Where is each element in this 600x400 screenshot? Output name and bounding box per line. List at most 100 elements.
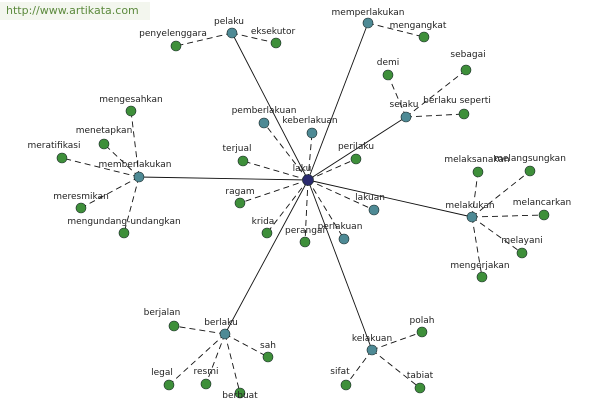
node-marker bbox=[338, 233, 350, 245]
edge-laku-memberlakukan bbox=[138, 176, 309, 181]
node-polah[interactable]: polah bbox=[410, 316, 435, 338]
node-tabiat[interactable]: tabiat bbox=[407, 371, 434, 394]
node-label: lakuan bbox=[355, 193, 385, 203]
edge-laku-melakukan bbox=[307, 179, 473, 218]
node-menetapkan[interactable]: menetapkan bbox=[76, 126, 133, 150]
node-selaku[interactable]: selaku bbox=[390, 100, 419, 123]
node-legal[interactable]: legal bbox=[151, 368, 175, 391]
node-berbuat[interactable]: berbuat bbox=[222, 387, 258, 400]
node-label: laku bbox=[293, 164, 312, 174]
node-label: melakukan bbox=[445, 201, 494, 211]
node-label: berjalan bbox=[144, 308, 181, 318]
node-marker bbox=[306, 127, 318, 139]
node-resmi[interactable]: resmi bbox=[194, 367, 219, 390]
node-label: terjual bbox=[223, 144, 252, 154]
node-marker bbox=[466, 211, 478, 223]
node-eksekutor[interactable]: eksekutor bbox=[251, 27, 296, 49]
edge-laku-lakuan bbox=[307, 179, 375, 211]
node-penyelenggara[interactable]: penyelenggara bbox=[139, 29, 207, 52]
node-berlaku[interactable]: berlaku bbox=[204, 318, 238, 340]
node-label: melayani bbox=[501, 236, 542, 246]
node-label: sebagai bbox=[450, 50, 485, 60]
node-demi[interactable]: demi bbox=[377, 58, 400, 81]
edge-berlaku-legal bbox=[168, 333, 226, 386]
edge-laku-perangai bbox=[304, 179, 309, 243]
edge-laku-ragam bbox=[239, 179, 309, 204]
node-memberlakukan[interactable]: memberlakukan bbox=[99, 160, 172, 183]
node-label: memperlakukan bbox=[332, 8, 405, 18]
node-marker bbox=[163, 379, 175, 391]
node-marker bbox=[458, 108, 470, 120]
node-berlaku-seperti[interactable]: berlaku seperti bbox=[423, 96, 491, 120]
edges-layer bbox=[61, 22, 545, 394]
node-label: sifat bbox=[330, 367, 350, 377]
node-label: menetapkan bbox=[76, 126, 133, 136]
node-perilaku[interactable]: perilaku bbox=[338, 142, 374, 165]
edge-memberlakukan-meresmikan bbox=[80, 176, 140, 209]
node-pemberlakuan[interactable]: pemberlakuan bbox=[232, 106, 297, 129]
node-meresmikan[interactable]: meresmikan bbox=[53, 192, 109, 214]
edge-laku-berlaku bbox=[224, 179, 309, 335]
node-sah[interactable]: sah bbox=[260, 341, 276, 363]
edge-memberlakukan-meratifikasi bbox=[61, 157, 140, 178]
node-label: meratifikasi bbox=[28, 141, 81, 151]
node-marker bbox=[366, 344, 378, 356]
node-marker bbox=[234, 197, 246, 209]
node-melakukan[interactable]: melakukan bbox=[445, 201, 495, 223]
watermark: http://www.artikata.com bbox=[0, 2, 150, 20]
node-laku[interactable]: laku bbox=[293, 164, 314, 186]
node-marker bbox=[340, 379, 352, 391]
node-marker bbox=[524, 165, 536, 177]
node-meratifikasi[interactable]: meratifikasi bbox=[28, 141, 81, 164]
node-label: pemberlakuan bbox=[232, 106, 297, 116]
node-perangai[interactable]: perangai bbox=[285, 226, 325, 248]
node-terjual[interactable]: terjual bbox=[223, 144, 252, 167]
node-mengerjakan[interactable]: mengerjakan bbox=[450, 261, 510, 283]
node-label: legal bbox=[151, 368, 173, 378]
node-krida[interactable]: krida bbox=[252, 217, 275, 239]
node-marker bbox=[472, 166, 484, 178]
node-marker bbox=[400, 111, 412, 123]
node-label: berlaku seperti bbox=[423, 96, 491, 106]
node-marker bbox=[270, 37, 282, 49]
edge-selaku-demi bbox=[387, 74, 407, 118]
edge-kelakuan-tabiat bbox=[371, 349, 421, 389]
node-keberlakuan[interactable]: keberlakuan bbox=[282, 116, 338, 139]
node-melangsungkan[interactable]: melangsungkan bbox=[494, 154, 566, 177]
edge-berlaku-resmi bbox=[205, 333, 226, 385]
node-marker bbox=[226, 27, 238, 39]
node-pelaku[interactable]: pelaku bbox=[214, 17, 244, 39]
node-marker bbox=[237, 155, 249, 167]
node-berjalan[interactable]: berjalan bbox=[144, 308, 181, 332]
node-label: resmi bbox=[194, 367, 219, 377]
node-ragam[interactable]: ragam bbox=[225, 187, 255, 209]
node-lakuan[interactable]: lakuan bbox=[355, 193, 385, 216]
node-perlakuan[interactable]: perlakuan bbox=[318, 222, 363, 245]
node-sifat[interactable]: sifat bbox=[330, 367, 352, 391]
node-sebagai[interactable]: sebagai bbox=[450, 50, 486, 76]
node-memperlakukan[interactable]: memperlakukan bbox=[332, 8, 405, 29]
node-melayani[interactable]: melayani bbox=[501, 236, 543, 259]
edge-laku-memperlakukan bbox=[307, 22, 369, 181]
node-mengangkat[interactable]: mengangkat bbox=[390, 21, 447, 43]
node-marker bbox=[382, 69, 394, 81]
edge-kelakuan-polah bbox=[371, 331, 423, 351]
edge-berlaku-berjalan bbox=[173, 325, 226, 335]
edge-berlaku-sah bbox=[224, 333, 269, 358]
node-marker bbox=[200, 378, 212, 390]
node-label: pelaku bbox=[214, 17, 244, 27]
node-mengesahkan[interactable]: mengesahkan bbox=[99, 95, 163, 117]
node-melancarkan[interactable]: melancarkan bbox=[513, 198, 571, 221]
node-melaksanakan[interactable]: melaksanakan bbox=[444, 155, 510, 178]
node-label: kelakuan bbox=[352, 334, 392, 344]
node-mengundang-undangkan[interactable]: mengundang-undangkan bbox=[67, 217, 181, 239]
edge-melakukan-mengerjakan bbox=[471, 216, 483, 278]
edge-berlaku-berbuat bbox=[224, 333, 241, 394]
node-kelakuan[interactable]: kelakuan bbox=[352, 334, 392, 356]
node-marker bbox=[261, 227, 273, 239]
node-marker bbox=[516, 247, 528, 259]
node-label: meresmikan bbox=[53, 192, 109, 202]
node-marker bbox=[170, 40, 182, 52]
edge-laku-keberlakuan bbox=[307, 132, 313, 181]
edge-pelaku-eksekutor bbox=[231, 32, 277, 44]
